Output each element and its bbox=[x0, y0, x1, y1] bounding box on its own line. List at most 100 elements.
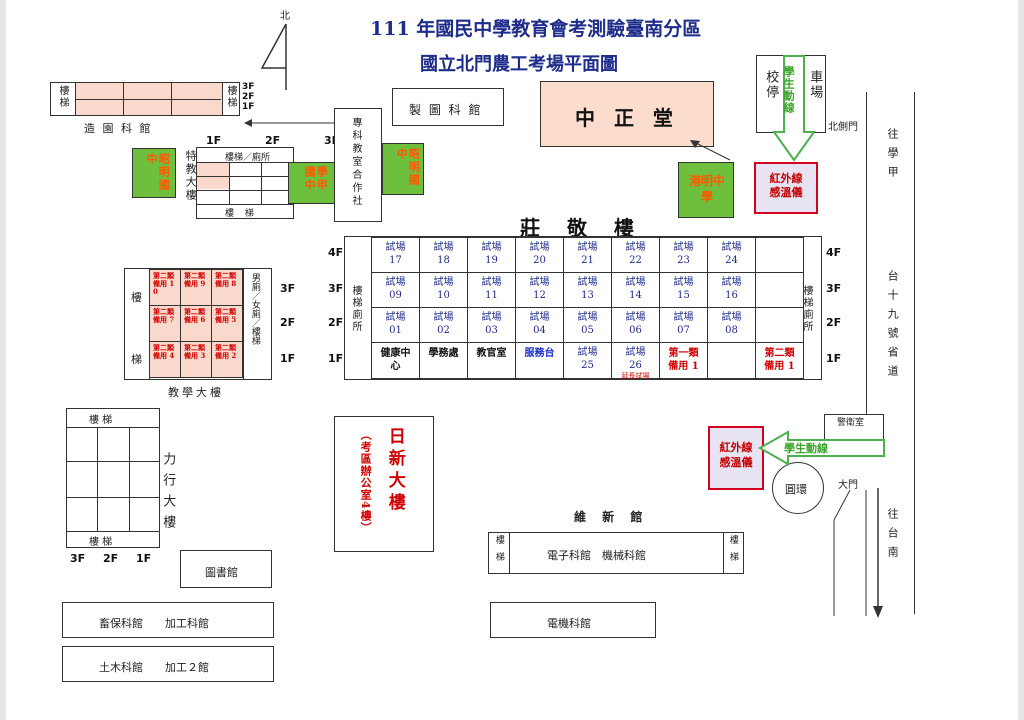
title-line2: 國立北門農工考場平面圖 bbox=[420, 54, 618, 75]
weixin-building: 樓梯 電子科館 機械科館 樓梯 bbox=[488, 532, 744, 574]
parking-right-label: 車場 bbox=[807, 70, 823, 100]
liying-stairs-top: 樓 梯 bbox=[89, 415, 113, 426]
north-gate-label: 北側門 bbox=[828, 122, 858, 133]
student-route-left-arrow-icon bbox=[758, 430, 885, 466]
zaoyuan-floor-1f: 1F bbox=[242, 102, 255, 112]
tumu-label: 土木科館 加工２館 bbox=[99, 661, 209, 674]
dianji-label: 電機科館 bbox=[547, 617, 591, 630]
teach-room: 第二類備用 3 bbox=[180, 341, 212, 378]
extend-note: 延長試場 bbox=[621, 372, 650, 380]
liying-floors: 3F 2F 1F bbox=[70, 552, 152, 565]
arrow-to-hall-icon bbox=[690, 140, 731, 161]
special-label: 特教大樓 bbox=[184, 150, 198, 202]
teach-floor-2f: 2F bbox=[280, 316, 296, 329]
weixin-label: 維 新 館 bbox=[574, 510, 649, 524]
zj-stairs-left: 樓梯廁所 bbox=[345, 237, 372, 379]
weixin-content: 電子科館 機械科館 bbox=[547, 549, 646, 562]
teaching-label: 教學大樓 bbox=[168, 386, 224, 399]
special-building: 樓梯／廁所 樓 梯 bbox=[196, 147, 294, 219]
zhitu-label: 製 圖 科 館 bbox=[409, 103, 483, 117]
road-line-west-upper bbox=[866, 92, 867, 416]
main-gate-label: 大門 bbox=[838, 480, 858, 491]
dianji-building: 電機科館 bbox=[490, 602, 656, 638]
weixin-stairs-left: 樓梯 bbox=[493, 535, 504, 569]
zaoyuan-label: 造 園 科 館 bbox=[84, 122, 153, 135]
xuejia-label: 學甲國中 bbox=[303, 166, 329, 192]
infrared-2-label: 紅外線感溫儀 bbox=[719, 441, 753, 469]
infrared-sensor-2: 紅外線感溫儀 bbox=[708, 426, 764, 490]
zj-stairs-left-label: 樓梯廁所 bbox=[350, 285, 361, 333]
reserve-class1-1: 第一類備用 1 bbox=[659, 342, 708, 379]
guard-room: 警衛室 bbox=[824, 414, 884, 440]
zaoyuan-building: 樓梯 樓梯 bbox=[50, 82, 240, 116]
teach-floor-1f: 1F bbox=[280, 352, 296, 365]
zj-empty-cell bbox=[755, 272, 804, 308]
rixin-label: 日新大樓 bbox=[384, 427, 405, 515]
road-name-label: 台十九號省道 bbox=[886, 270, 900, 384]
gate-road-lines bbox=[833, 489, 867, 616]
floor-plan-sheet: 111 年國民中學教育會考測驗臺南分區 國立北門農工考場平面圖 北 樓梯 樓梯 … bbox=[6, 0, 1018, 720]
liying-building: 樓 梯 樓 梯 bbox=[66, 408, 160, 548]
student-route-label-top: 學生動線 bbox=[782, 66, 796, 114]
zhuanke-building: 專科教室合作社 bbox=[334, 108, 382, 222]
teach-room: 第二類備用 4 bbox=[149, 341, 181, 378]
teach-room: 第二類備用 10 bbox=[149, 269, 181, 306]
rixin-building: 日新大樓 （考區辦公室4樓） bbox=[334, 416, 434, 552]
road-north-label: 往學甲 bbox=[886, 128, 900, 185]
teach-room: 第二類備用 8 bbox=[211, 269, 243, 306]
north-label: 北 bbox=[280, 11, 290, 22]
zhuanke-label: 專科教室合作社 bbox=[350, 117, 361, 208]
zj-empty-cell bbox=[755, 307, 804, 343]
zhongzheng-hall: 中 正 堂 bbox=[540, 81, 714, 147]
zhitu-building: 製 圖 科 館 bbox=[392, 88, 504, 126]
zhaoming-label: 昭明國中 bbox=[145, 153, 171, 192]
road-south-label: 往台南 bbox=[886, 508, 900, 565]
zj-stairs-right-label: 樓梯廁所 bbox=[801, 285, 812, 333]
zj-empty-cell bbox=[755, 237, 804, 273]
zaoyuan-stairs-left: 樓梯 bbox=[57, 85, 68, 109]
gangming-school-box: 港明中學 bbox=[678, 162, 734, 218]
tumu-building: 土木科館 加工２館 bbox=[62, 646, 274, 682]
guard-label: 警衛室 bbox=[837, 418, 865, 428]
teach-stairs-char1: 樓 bbox=[131, 291, 142, 304]
xuejia-school-box: 學甲國中 bbox=[288, 162, 338, 204]
zhaoming-school-box: 昭明國中 bbox=[132, 148, 176, 198]
parking-left-label: 校停 bbox=[763, 70, 779, 100]
zj-1f-empty bbox=[707, 342, 756, 379]
rixin-note: （考區辦公室4樓） bbox=[359, 429, 373, 534]
teach-room: 第二類備用 2 bbox=[211, 341, 243, 378]
library-label: 圖書館 bbox=[205, 566, 238, 579]
student-route-label-gate: 學生動線 bbox=[784, 442, 828, 455]
zhaoming2-label: 昭明國中 bbox=[395, 148, 421, 187]
special-top-label: 樓梯／廁所 bbox=[225, 153, 271, 163]
service-desk: 服務台 bbox=[515, 342, 564, 379]
zhaoming2-school-box: 昭明國中 bbox=[382, 143, 424, 195]
instructor-office: 教官室 bbox=[467, 342, 516, 379]
zj-floor-2f-left: 2F bbox=[328, 316, 344, 329]
special-bottom-label: 樓 梯 bbox=[225, 209, 258, 219]
teach-stairs-char2: 梯 bbox=[131, 353, 142, 366]
xubao-building: 畜保科館 加工科館 bbox=[62, 602, 274, 638]
zj-floor-4f-left: 4F bbox=[328, 246, 344, 259]
zj-floor-1f-right: 1F bbox=[826, 352, 842, 365]
arrow-left-icon bbox=[244, 119, 338, 127]
health-center: 健康中心 bbox=[371, 342, 420, 379]
